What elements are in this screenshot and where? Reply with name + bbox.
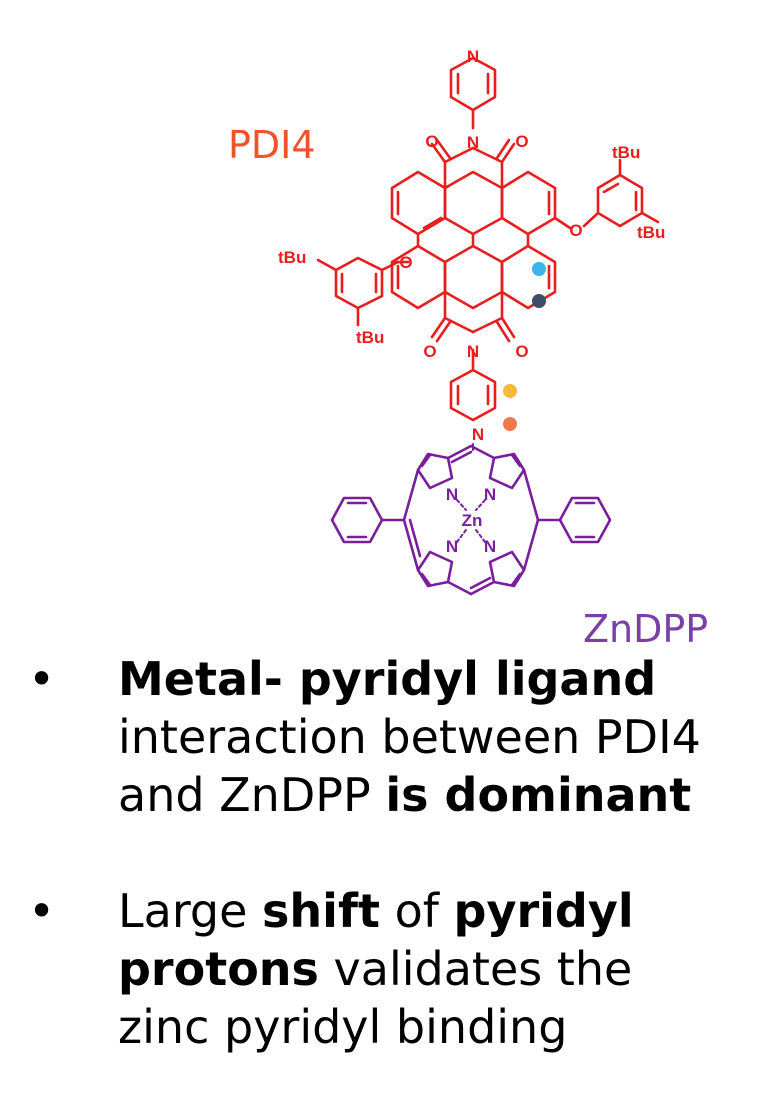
atom-o-left-ether: O [399, 253, 412, 272]
molecule-diagram: N N O O O O N O O N tBu tBu tBu tBu [228, 47, 708, 650]
bullet-line: protons validates the [118, 940, 764, 998]
zndpp-label: ZnDPP [583, 607, 708, 650]
proton-marker-yellow [503, 384, 517, 398]
pdi4-atom-labels: N N O O O O N O O N tBu tBu tBu tBu [278, 47, 665, 444]
proton-marker-dark-blue [532, 294, 546, 308]
text-segment: validates the [318, 942, 633, 996]
bold-text: protons [118, 942, 319, 996]
bold-text: is dominant [385, 768, 692, 822]
bullet-line: zinc pyridyl binding [118, 998, 764, 1056]
proton-marker-light-blue [532, 262, 546, 276]
atom-o-top-right: O [515, 132, 528, 151]
bold-text: shift [262, 884, 380, 938]
tbu-right-top: tBu [612, 143, 640, 162]
atom-n-bottom-pyridine: N [472, 425, 484, 444]
atom-n-porph-bottom-right: N [484, 537, 496, 556]
atom-n-top-imide: N [467, 133, 479, 152]
bold-text: Metal- pyridyl ligand [118, 652, 657, 706]
atom-n-porph-top-right: N [484, 485, 496, 504]
atom-o-top-left: O [425, 132, 438, 151]
atom-o-right-ether: O [569, 221, 582, 240]
pdi4-structure [316, 56, 660, 422]
pdi4-label: PDI4 [228, 123, 316, 167]
text-segment: and ZnDPP [118, 768, 386, 822]
bullet-line: Large shift of pyridyl [118, 882, 764, 940]
atom-o-bottom-right: O [515, 342, 528, 361]
tbu-left-bottom: tBu [356, 328, 384, 347]
atom-n-top-pyridine: N [467, 47, 479, 66]
atom-n-bottom-imide: N [467, 342, 479, 361]
text-segment: interaction between PDI4 [118, 710, 701, 764]
text-segment: zinc pyridyl binding [118, 1000, 568, 1054]
zndpp-structure [330, 443, 612, 596]
text-segment: of [379, 884, 454, 938]
bold-text: pyridyl [453, 884, 634, 938]
proton-marker-orange [503, 417, 517, 431]
bullet-marker: • [28, 884, 56, 938]
bullet-line: Metal- pyridyl ligand [118, 650, 764, 708]
text-segment: Large [118, 884, 263, 938]
atom-o-bottom-left: O [423, 342, 436, 361]
atom-n-porph-top-left: N [446, 485, 458, 504]
tbu-left-top: tBu [278, 248, 306, 267]
bullet-line: and ZnDPP is dominant [118, 766, 764, 824]
tbu-right-bottom: tBu [637, 223, 665, 242]
zndpp-atom-labels: N N N N Zn [446, 485, 496, 556]
bullet-line: interaction between PDI4 [118, 708, 764, 766]
atom-zn: Zn [462, 511, 483, 530]
atom-n-porph-bottom-left: N [446, 537, 458, 556]
bullet-marker: • [28, 652, 56, 706]
